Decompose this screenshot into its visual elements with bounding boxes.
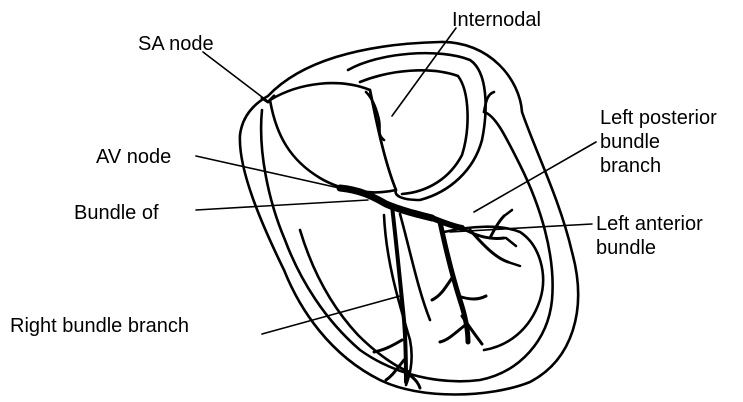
- posterior-fibers: [432, 278, 486, 344]
- septum-left: [400, 214, 430, 320]
- label-sa-node: SA node: [138, 32, 214, 56]
- label-left-anterior-line-2: bundle: [596, 236, 703, 260]
- label-left-posterior-line-2: bundle: [600, 130, 717, 154]
- label-right-bundle-branch: Right bundle branch: [10, 314, 189, 338]
- purkinje-fan: [504, 210, 520, 266]
- sa-node-leader: [203, 52, 266, 100]
- av-node-leader: [196, 156, 348, 190]
- left-bundle-trunk: [432, 218, 462, 228]
- left-atrium-inner: [360, 70, 468, 194]
- left-anterior-fibers: [462, 216, 508, 262]
- label-left-anterior-bundle: Left anterior bundle: [596, 212, 703, 260]
- label-internodal: Internodal: [452, 8, 541, 32]
- label-left-posterior-line-3: branch: [600, 154, 717, 178]
- label-av-node: AV node: [96, 145, 171, 169]
- left-atrium-outline: [348, 53, 486, 200]
- label-left-anterior-line-1: Left anterior: [596, 212, 703, 236]
- bundle-of-leader: [196, 200, 368, 210]
- label-left-posterior-bundle-branch: Left posterior bundle branch: [600, 106, 717, 178]
- label-bundle-of: Bundle of: [74, 201, 159, 225]
- label-left-posterior-line-1: Left posterior: [600, 106, 717, 130]
- left-posterior-branch: [440, 222, 468, 342]
